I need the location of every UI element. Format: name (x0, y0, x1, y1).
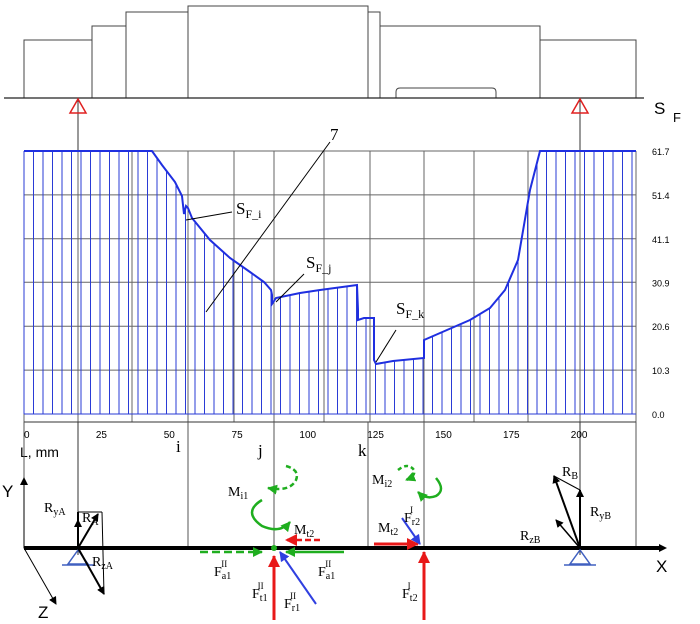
x-tick-label: 75 (232, 430, 244, 441)
sf-i-label: SF_i (236, 199, 262, 221)
safety-factor-curve (24, 150, 636, 366)
lower-section-lines (23, 422, 637, 548)
fr1-arrow (279, 551, 317, 605)
mi2-moment-arc (397, 464, 417, 482)
mt2-right-label: Mt2 (378, 521, 398, 538)
mi2-label: Mi2 (372, 473, 392, 490)
mi1-label: Mi1 (228, 485, 248, 502)
ft2-label: Ft2I (402, 581, 418, 604)
sf-axis-label-sub: F (673, 110, 681, 125)
sf-k-label: SF_k (396, 299, 424, 321)
gear-j-forces (200, 464, 344, 620)
support-b-bottom (552, 475, 596, 566)
ra-arrow (77, 513, 99, 549)
curve-number-label: 7 (330, 125, 339, 144)
x-tick-label: 200 (571, 430, 588, 441)
y-tick-label: 0.0 (652, 410, 665, 420)
y-tick-label: 61.7 (652, 147, 670, 157)
rb-label: RB (562, 465, 578, 482)
y-tick-label: 51.4 (652, 191, 670, 201)
x-tick-label: 25 (96, 430, 108, 441)
x-tick-label: 125 (367, 430, 384, 441)
support-b-marker (570, 97, 590, 114)
k-moment-arc (417, 477, 443, 502)
y-tick-label: 20.6 (652, 322, 670, 332)
rya-label: RyA (44, 501, 66, 518)
sf-j-label: SF_j (306, 253, 331, 275)
ra-label: RA (82, 511, 99, 528)
fr2-label: Fr2I (404, 505, 420, 528)
shaft-outline (23, 5, 637, 98)
rza-label: RzA (92, 555, 114, 572)
sf-j-leader (275, 273, 305, 303)
x-tick-label: 100 (299, 430, 316, 441)
x-axis-unit-label: L, mm (20, 444, 59, 460)
fr1-label: Fr1II (284, 591, 300, 614)
sf-axis-label: S (654, 99, 665, 118)
y-tick-label: 30.9 (652, 278, 670, 288)
coordinate-axes: Y X Z (2, 477, 667, 622)
mi1-moment-arc (267, 464, 299, 495)
curve-hatching (23, 151, 636, 415)
sf-i-leader (185, 211, 233, 221)
x-tick-label: 150 (435, 430, 452, 441)
y-tick-labels: 0.0 10.3 20.6 30.9 41.1 51.4 61.7 (652, 147, 670, 420)
rb-arrow (552, 475, 581, 549)
rzb-label: RzB (520, 529, 541, 546)
fr2-arrow (401, 517, 421, 545)
fa1-left-label: Fa1II (214, 559, 231, 582)
z-axis-arrow (23, 547, 57, 605)
y-tick-label: 41.1 (652, 235, 670, 245)
rzb-arrow (555, 519, 581, 549)
mt2-left-label: Mt2 (294, 523, 314, 540)
y-axis-label: Y (2, 482, 13, 501)
section-label-i: i (176, 437, 181, 456)
x-axis-label: X (656, 557, 667, 576)
ryb-label: RyB (590, 505, 611, 522)
x-tick-label: 0 (24, 430, 30, 441)
rza-arrow (77, 547, 105, 595)
fa1-right-label: Fa1II (318, 559, 335, 582)
ft1-label: Ft1II (252, 581, 268, 604)
curve-7-leader (205, 141, 331, 313)
gear-k-forces (374, 464, 443, 620)
section-label-j: j (257, 441, 263, 460)
mt2-moment-arc (250, 498, 291, 533)
support-a-bottom (62, 511, 105, 595)
section-label-k: k (358, 441, 367, 460)
plot-grid (23, 150, 637, 423)
x-tick-label: 50 (164, 430, 176, 441)
sf-k-leader (375, 329, 397, 363)
x-tick-label: 175 (503, 430, 520, 441)
support-a-marker (68, 97, 88, 114)
z-axis-label: Z (38, 603, 48, 622)
x-tick-labels: 0 25 50 75 100 125 150 175 200 (24, 430, 588, 441)
y-tick-label: 10.3 (652, 366, 670, 376)
